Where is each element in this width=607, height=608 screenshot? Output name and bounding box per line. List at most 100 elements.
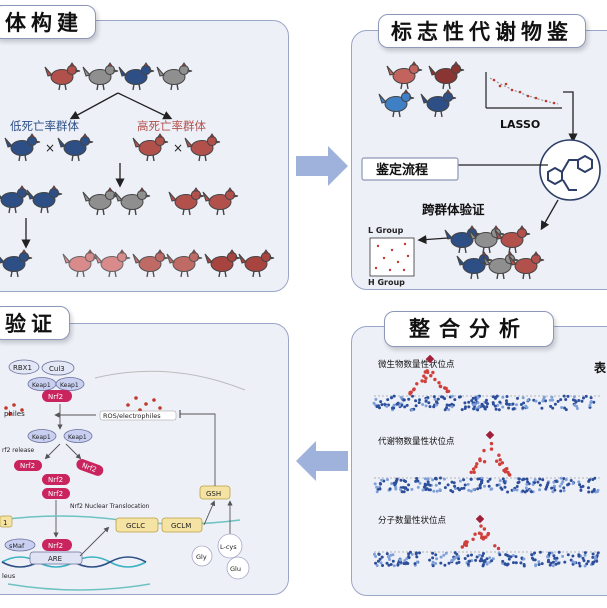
plot-point xyxy=(538,401,541,405)
plot-point xyxy=(375,564,379,568)
plot-point xyxy=(573,403,577,407)
plot-point xyxy=(523,490,527,494)
plot-point xyxy=(551,406,555,410)
plot-point xyxy=(496,403,500,407)
svg-text:Keap1: Keap1 xyxy=(68,434,87,441)
plot-point xyxy=(415,477,419,480)
plot-point xyxy=(447,561,451,565)
plot-point xyxy=(410,487,414,491)
plot-point xyxy=(474,396,478,400)
plot-point xyxy=(431,556,435,560)
plot-point xyxy=(428,558,432,562)
plot-point xyxy=(395,477,399,481)
plot-point xyxy=(476,396,480,400)
plot-point xyxy=(549,404,553,408)
plot-peak-point xyxy=(443,386,447,390)
plot-point xyxy=(542,395,546,399)
plot-point xyxy=(538,483,542,487)
plot-peak-point xyxy=(445,389,449,394)
plot-point xyxy=(404,480,408,483)
plot-point xyxy=(512,561,515,565)
plot-peak-point xyxy=(415,382,419,386)
plot-peak-point xyxy=(478,457,482,461)
plot-point xyxy=(530,553,534,557)
plot-point xyxy=(443,397,447,401)
plot-point xyxy=(475,555,479,559)
svg-text:Keap1: Keap1 xyxy=(32,434,51,441)
plot-point xyxy=(515,403,518,407)
plot-point xyxy=(538,477,542,481)
title-integration-analysis: 整合分析 xyxy=(384,311,554,347)
plot-point xyxy=(398,558,402,562)
plot-point xyxy=(559,476,563,480)
plot-point xyxy=(414,479,418,483)
plot-point xyxy=(482,552,485,555)
plot-point xyxy=(483,407,487,411)
chickens-cross-validation xyxy=(444,225,545,280)
plot-point xyxy=(550,486,554,490)
plot-peak-point xyxy=(423,370,427,374)
plot-point xyxy=(556,399,560,403)
plot-point xyxy=(467,488,471,492)
title-population-construction: 体构建 xyxy=(0,5,96,39)
plot-peak-point xyxy=(495,459,499,463)
plot-point xyxy=(577,554,581,558)
plot-point xyxy=(533,478,537,482)
plot-point xyxy=(503,562,507,566)
plot-point xyxy=(435,557,439,561)
gsh-node: GSH xyxy=(206,490,221,498)
plot-point xyxy=(552,554,556,558)
plot-point xyxy=(521,406,525,410)
chicken-red-icon xyxy=(44,62,81,91)
plot-point xyxy=(424,483,428,487)
plot-point xyxy=(495,394,499,398)
plot-point xyxy=(503,485,507,489)
svg-text:×: × xyxy=(45,141,55,155)
plot-point xyxy=(388,487,392,491)
plot-point xyxy=(533,558,537,562)
plot-point xyxy=(374,555,378,558)
plot-point xyxy=(505,395,509,398)
plot-point xyxy=(378,487,382,491)
plot-point xyxy=(396,401,400,405)
keap1-node: Keap1 xyxy=(60,382,79,389)
plot-point xyxy=(458,479,462,483)
are-node: ARE xyxy=(48,555,62,563)
plot-point xyxy=(554,559,558,563)
plot-point xyxy=(563,560,567,564)
plot-point xyxy=(373,482,377,486)
plot-point xyxy=(399,395,403,399)
metab-qtl-label: 代谢物数量性状位点 xyxy=(378,436,455,447)
plot-point xyxy=(447,403,451,407)
plot-point xyxy=(440,395,443,399)
chicken-red-icon xyxy=(184,133,221,162)
plot-point xyxy=(557,561,560,565)
plot-point xyxy=(554,479,558,483)
plot-peak-point xyxy=(437,381,441,385)
plot-point xyxy=(478,486,482,490)
plot-point xyxy=(582,396,585,400)
plot-point xyxy=(485,405,489,409)
plot-point xyxy=(439,561,443,565)
plot-point xyxy=(379,561,383,565)
plot-point xyxy=(374,561,378,565)
plot-lead-marker xyxy=(475,514,485,524)
process-label: 鉴定流程 xyxy=(375,162,428,178)
plot-point xyxy=(415,551,418,555)
plot-point xyxy=(586,559,590,563)
plot-point xyxy=(414,404,418,408)
plot-point xyxy=(552,484,556,488)
plot-point xyxy=(456,486,460,490)
plot-point xyxy=(526,480,530,484)
plot-point xyxy=(589,400,593,403)
plot-point xyxy=(480,476,484,480)
plot-peak-point xyxy=(424,376,428,380)
plot-point xyxy=(512,488,516,492)
plot-point xyxy=(505,553,509,557)
plot-point xyxy=(436,397,440,401)
plot-point xyxy=(372,401,376,405)
chickens-parents: × × xyxy=(4,133,221,162)
plot-point xyxy=(566,483,570,487)
plot-point xyxy=(457,560,461,564)
